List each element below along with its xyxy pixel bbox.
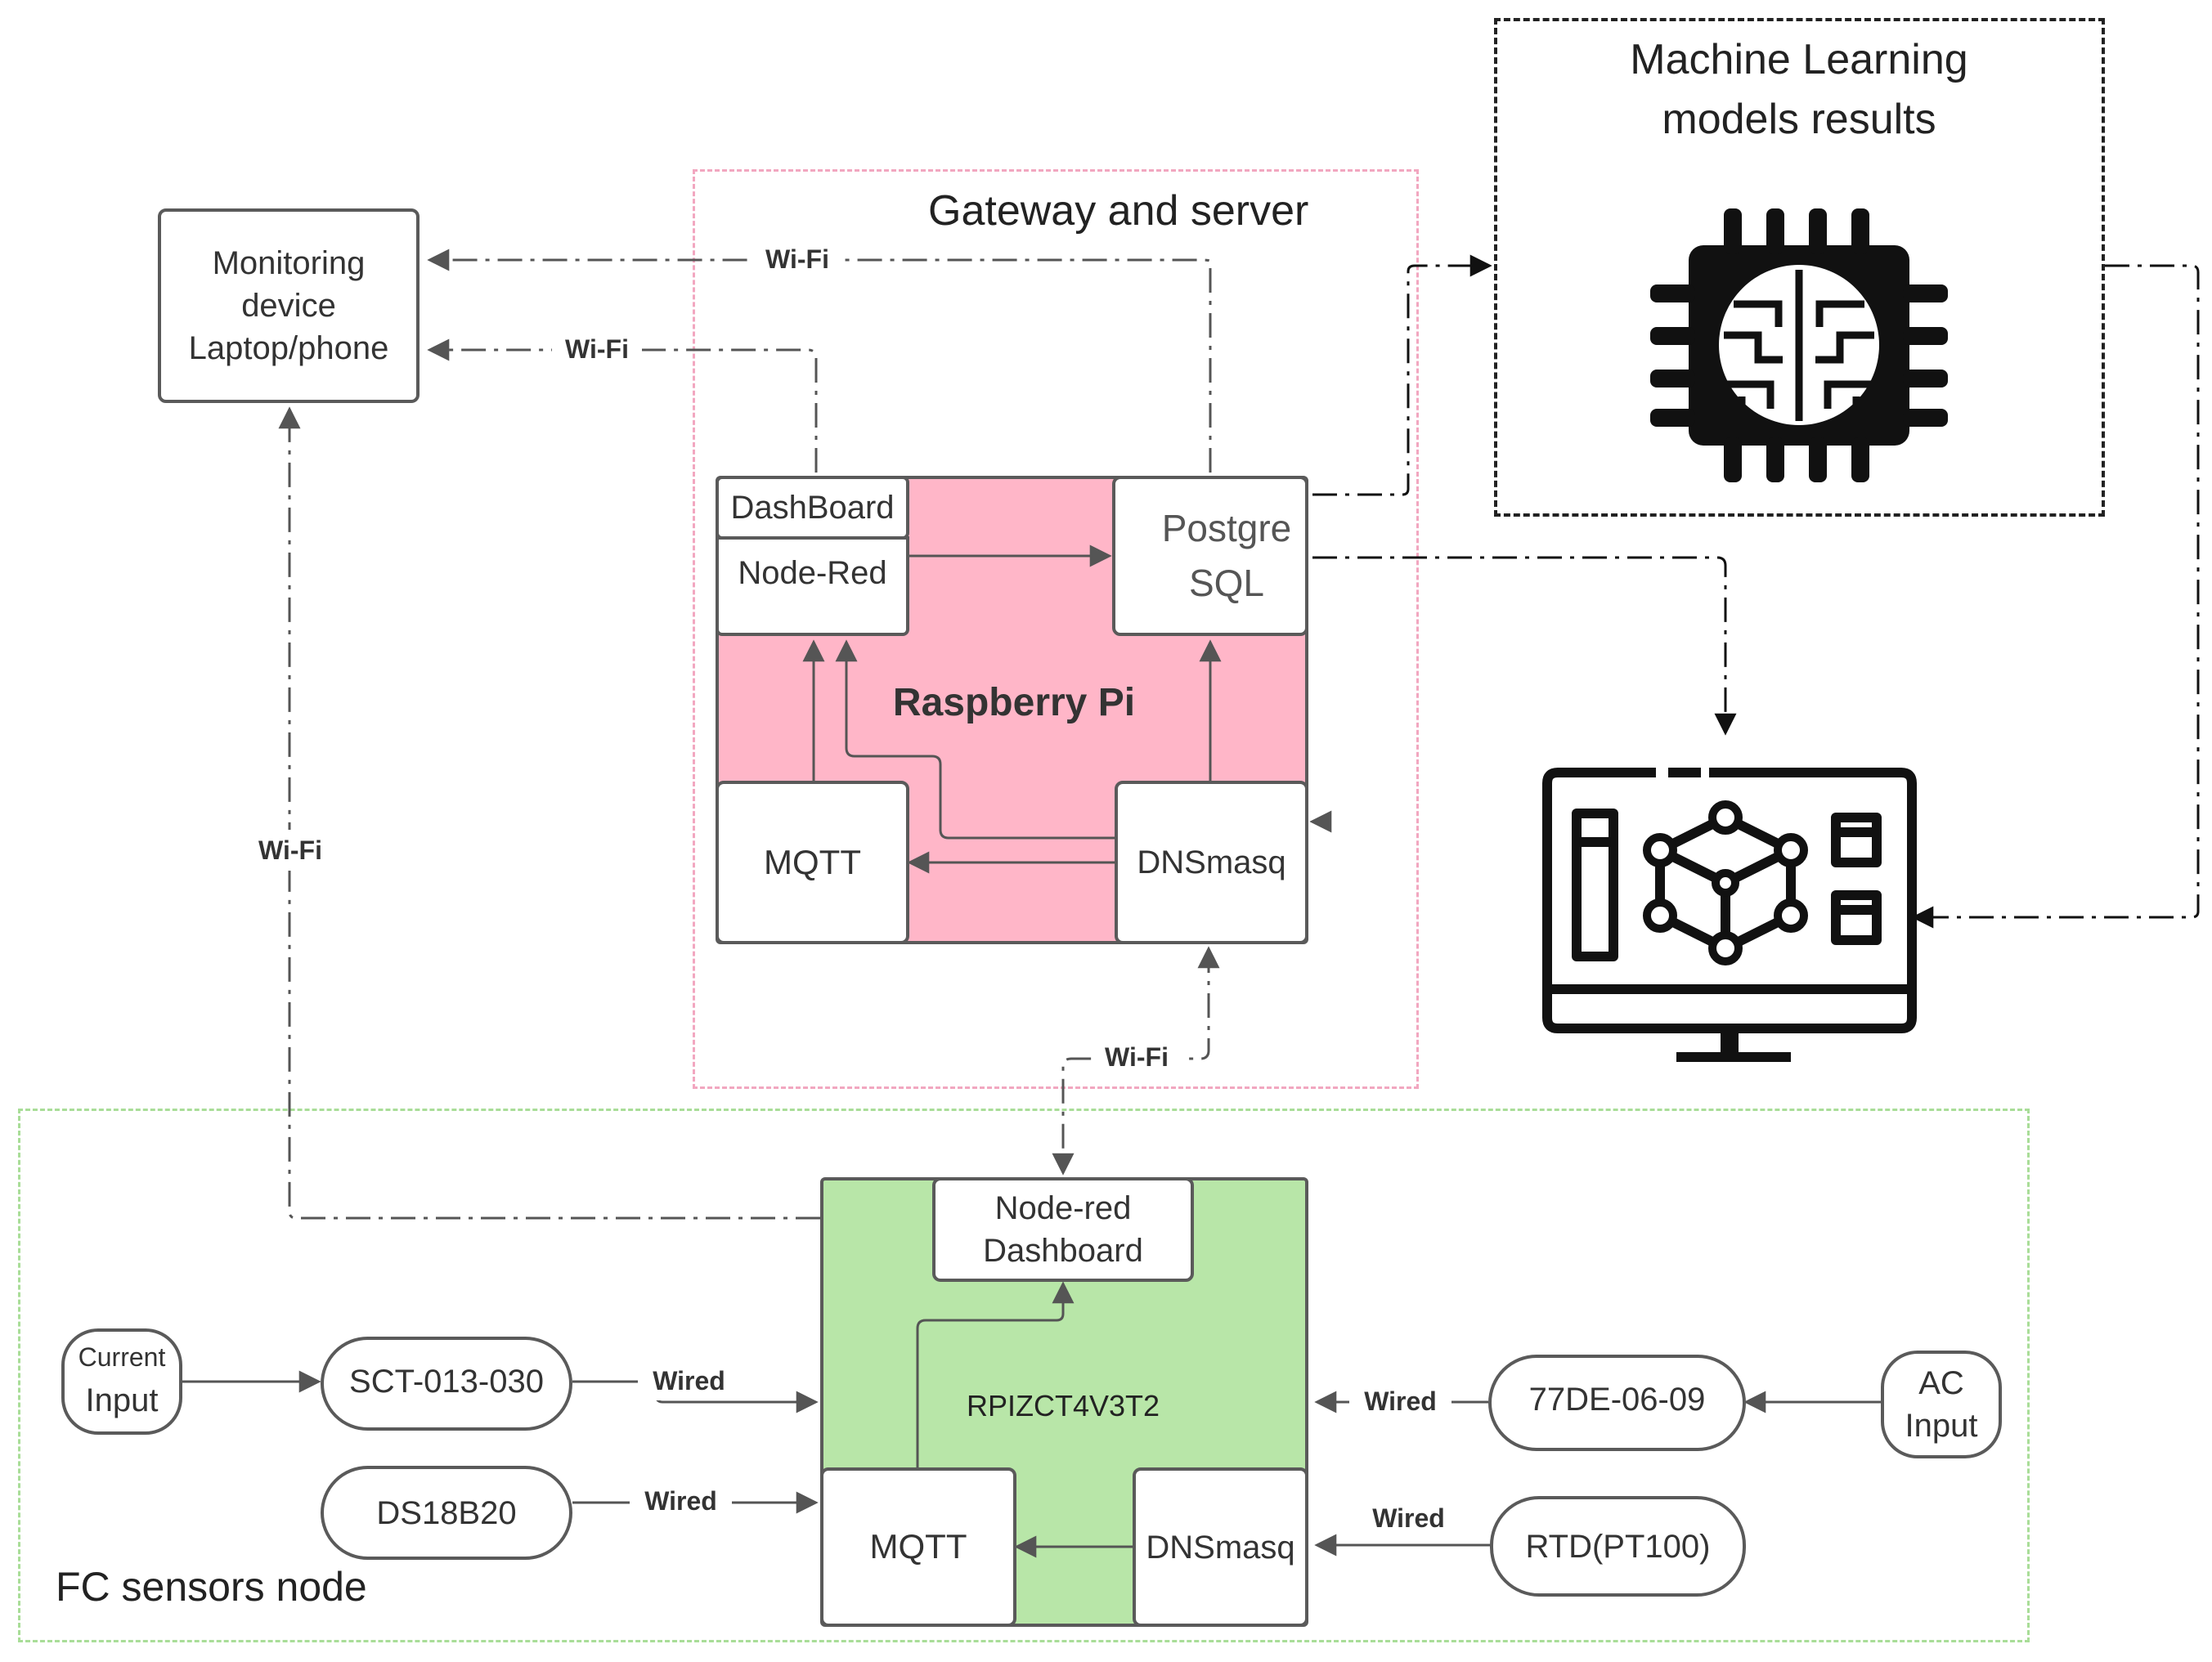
- ml-title: Machine Learning models results: [1630, 36, 1968, 143]
- wired-label-sct: Wired: [638, 1361, 740, 1400]
- wired-label-ds18b20: Wired: [630, 1481, 732, 1521]
- wifi-postgres-monitor: [427, 249, 1212, 473]
- sensor-nodered-label: Node-red Dashboard: [983, 1190, 1143, 1269]
- gateway-mqtt-label: MQTT: [764, 842, 861, 881]
- sct-pill: [321, 1337, 572, 1431]
- rtd-pill: [1490, 1496, 1746, 1597]
- postgres-to-display: [1312, 556, 1737, 736]
- gateway-mqtt-box: [716, 781, 909, 944]
- wifi-label-left: Wi-Fi: [245, 830, 335, 871]
- current-input-label-bottom: Input: [85, 1382, 159, 1418]
- wifi-label-bottom: Wi-Fi: [1092, 1037, 1182, 1077]
- sensor-nodered-box: [932, 1177, 1194, 1282]
- sensor-node-title: FC sensors node: [56, 1564, 367, 1610]
- gateway-nodered-label: Node-Red: [738, 555, 887, 591]
- gateway-title: Gateway and server: [928, 187, 1309, 235]
- sct-label: SCT-013-030: [349, 1364, 544, 1400]
- ds18b20-label: DS18B20: [376, 1494, 517, 1531]
- de77-label: 77DE-06-09: [1528, 1382, 1706, 1418]
- rtd-label: RTD(PT100): [1525, 1528, 1711, 1565]
- chip-brain-pattern: [1724, 270, 1874, 421]
- de77-pill: [1488, 1355, 1746, 1451]
- monitoring-device-label: Monitoring device Laptop/phone: [188, 245, 389, 366]
- raspberry-pi-label: Raspberry Pi: [892, 681, 1136, 725]
- current-input-pill: [61, 1328, 182, 1435]
- gateway-dnsmasq-label: DNSmasq: [1137, 844, 1286, 880]
- postgres-label: Postgre SQL: [1161, 507, 1292, 604]
- wired-label-rtd: Wired: [1372, 1503, 1445, 1533]
- postgres-to-ml: [1312, 254, 1492, 496]
- postgres-box: [1112, 476, 1308, 636]
- sensor-mqtt-label: MQTT: [869, 1527, 967, 1566]
- gateway-dnsmasq-box: [1115, 781, 1308, 944]
- ac-input-label: AC Input: [1905, 1365, 1978, 1444]
- wifi-label-second: Wi-Fi: [552, 329, 642, 370]
- current-input-label-top: Current: [78, 1342, 166, 1372]
- 3d-model-nodes: [1643, 800, 1808, 965]
- gateway-nodered-box: [716, 536, 909, 636]
- monitoring-device-box: [158, 208, 420, 403]
- wifi-sensor-monitor: [278, 406, 820, 1220]
- wired-label-de77: Wired: [1349, 1382, 1451, 1421]
- ml-to-display: [1911, 264, 2200, 929]
- sensor-dnsmasq-label: DNSmasq: [1146, 1529, 1295, 1566]
- ds18b20-pill: [321, 1466, 572, 1560]
- sensor-mqtt-to-nodered: [916, 1281, 1075, 1467]
- gateway-dashboard-box: [716, 476, 909, 540]
- gateway-dashboard-label: DashBoard: [730, 490, 895, 526]
- sensor-dnsmasq-box: [1133, 1467, 1308, 1627]
- sensor-mqtt-box: [820, 1467, 1016, 1627]
- ml-region: [1494, 18, 2105, 517]
- sensor-region: [18, 1109, 2030, 1642]
- rpizct-label: RPIZCT4V3T2: [966, 1389, 1160, 1423]
- wifi-label-top: Wi-Fi: [752, 239, 842, 280]
- dnsmasq-to-nodered: [835, 639, 1115, 840]
- ac-input-pill: [1881, 1351, 2002, 1458]
